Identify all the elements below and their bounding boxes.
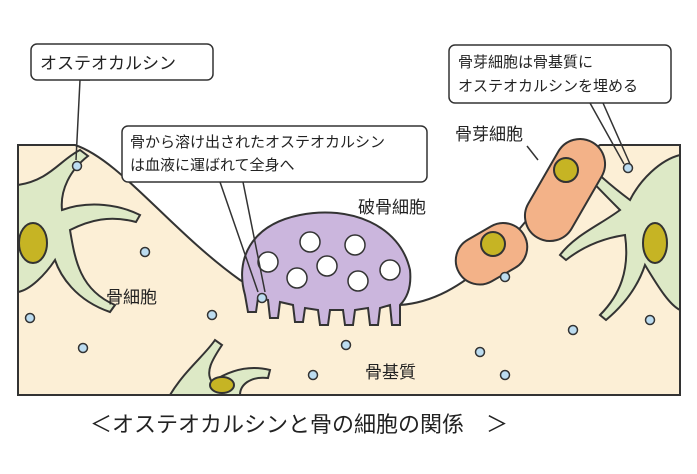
callout-osteoblast-line1: 骨芽細胞は骨基質に (458, 53, 593, 71)
osteocalcin-label: オステオカルシン (40, 54, 176, 74)
bone-matrix-label: 骨基質 (365, 363, 416, 383)
callout-released-line1: 骨から溶け出されたオステオカルシン (130, 133, 385, 151)
osteocyte-label: 骨細胞 (106, 288, 157, 308)
diagram-caption: ＜オステオカルシンと骨の細胞の関係 ＞ (90, 413, 508, 438)
callout-released: 骨から溶け出されたオステオカルシン は血液に運ばれて全身へ (121, 125, 428, 293)
callout-osteoblast-line2: オステオカルシンを埋める (458, 77, 638, 95)
osteocyte-left (17, 148, 142, 314)
osteoclast-label: 破骨細胞 (358, 198, 426, 218)
callout-released-line2: は血液に運ばれて全身へ (130, 156, 295, 174)
callout-osteoblast: 骨芽細胞は骨基質に オステオカルシンを埋める (448, 44, 672, 165)
osteoclast (241, 211, 412, 326)
osteocalcin-dots (24, 160, 656, 381)
osteocyte-right (558, 153, 681, 322)
callout-osteocalcin: オステオカルシン (30, 43, 214, 161)
osteocyte-bottom (168, 338, 272, 396)
osteoblast-label: 骨芽細胞 (455, 125, 523, 145)
